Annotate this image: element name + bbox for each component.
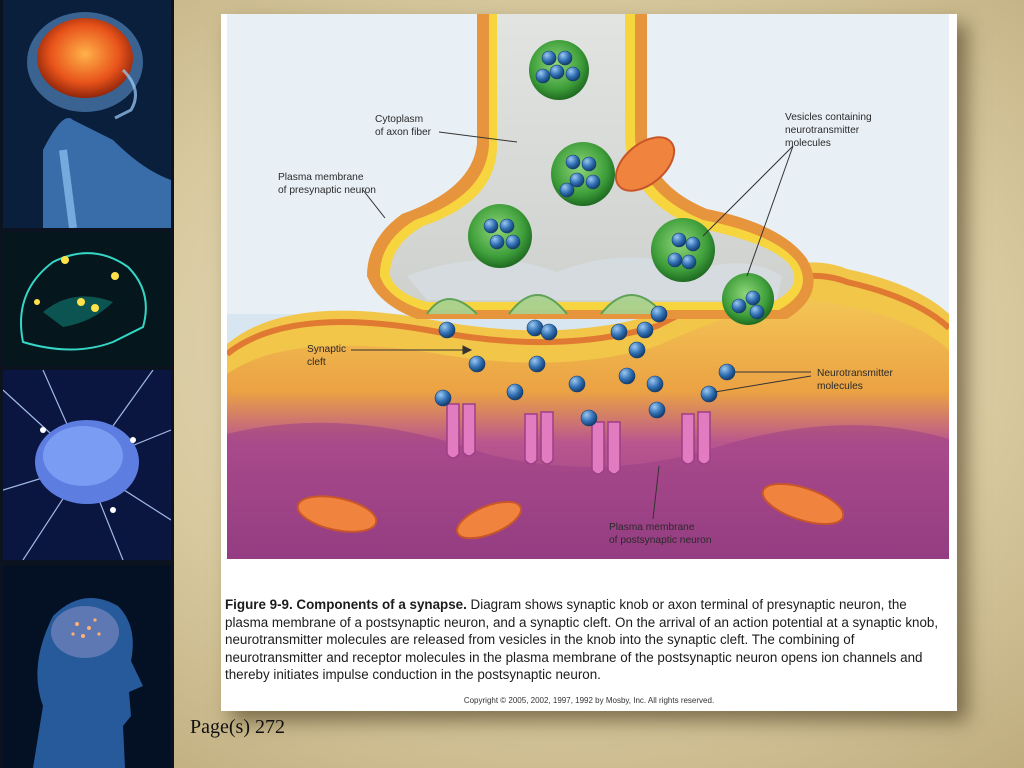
neurotransmitter-in-vesicles (483, 50, 765, 320)
label-vesicles: Vesicles containing neurotransmitter mol… (785, 112, 875, 149)
label-neurotransmitter: Neurotransmitter molecules (817, 368, 896, 392)
caption-body: Diagram shows synaptic knob or axon term… (225, 597, 939, 683)
brain-network-image (3, 370, 171, 560)
page-reference: Page(s) 272 (190, 716, 285, 738)
figure-card: Cytoplasm of axon fiber Plasma membrane … (221, 14, 957, 711)
synapse-diagram: Cytoplasm of axon fiber Plasma membrane … (227, 14, 949, 559)
caption-title: Figure 9-9. Components of a synapse. (225, 597, 467, 612)
brain-skeleton-image (3, 0, 171, 228)
label-cytoplasm: Cytoplasm of axon fiber (375, 114, 432, 138)
figure-caption: Figure 9-9. Components of a synapse. Dia… (225, 596, 947, 684)
mitochondria (296, 136, 845, 540)
label-synaptic-cleft: Synaptic cleft (307, 344, 349, 368)
receptor-proteins (446, 403, 711, 475)
copyright-notice: Copyright © 2005, 2002, 1997, 1992 by Mo… (463, 696, 715, 705)
brain-scan-image (3, 232, 171, 366)
image-sidebar (0, 0, 174, 768)
neurotransmitter-molecules (434, 305, 736, 427)
label-presynaptic-membrane: Plasma membrane of presynaptic neuron (278, 172, 376, 196)
head-profile-image (3, 566, 171, 768)
label-postsynaptic-membrane: Plasma membrane of postsynaptic neuron (609, 522, 712, 546)
